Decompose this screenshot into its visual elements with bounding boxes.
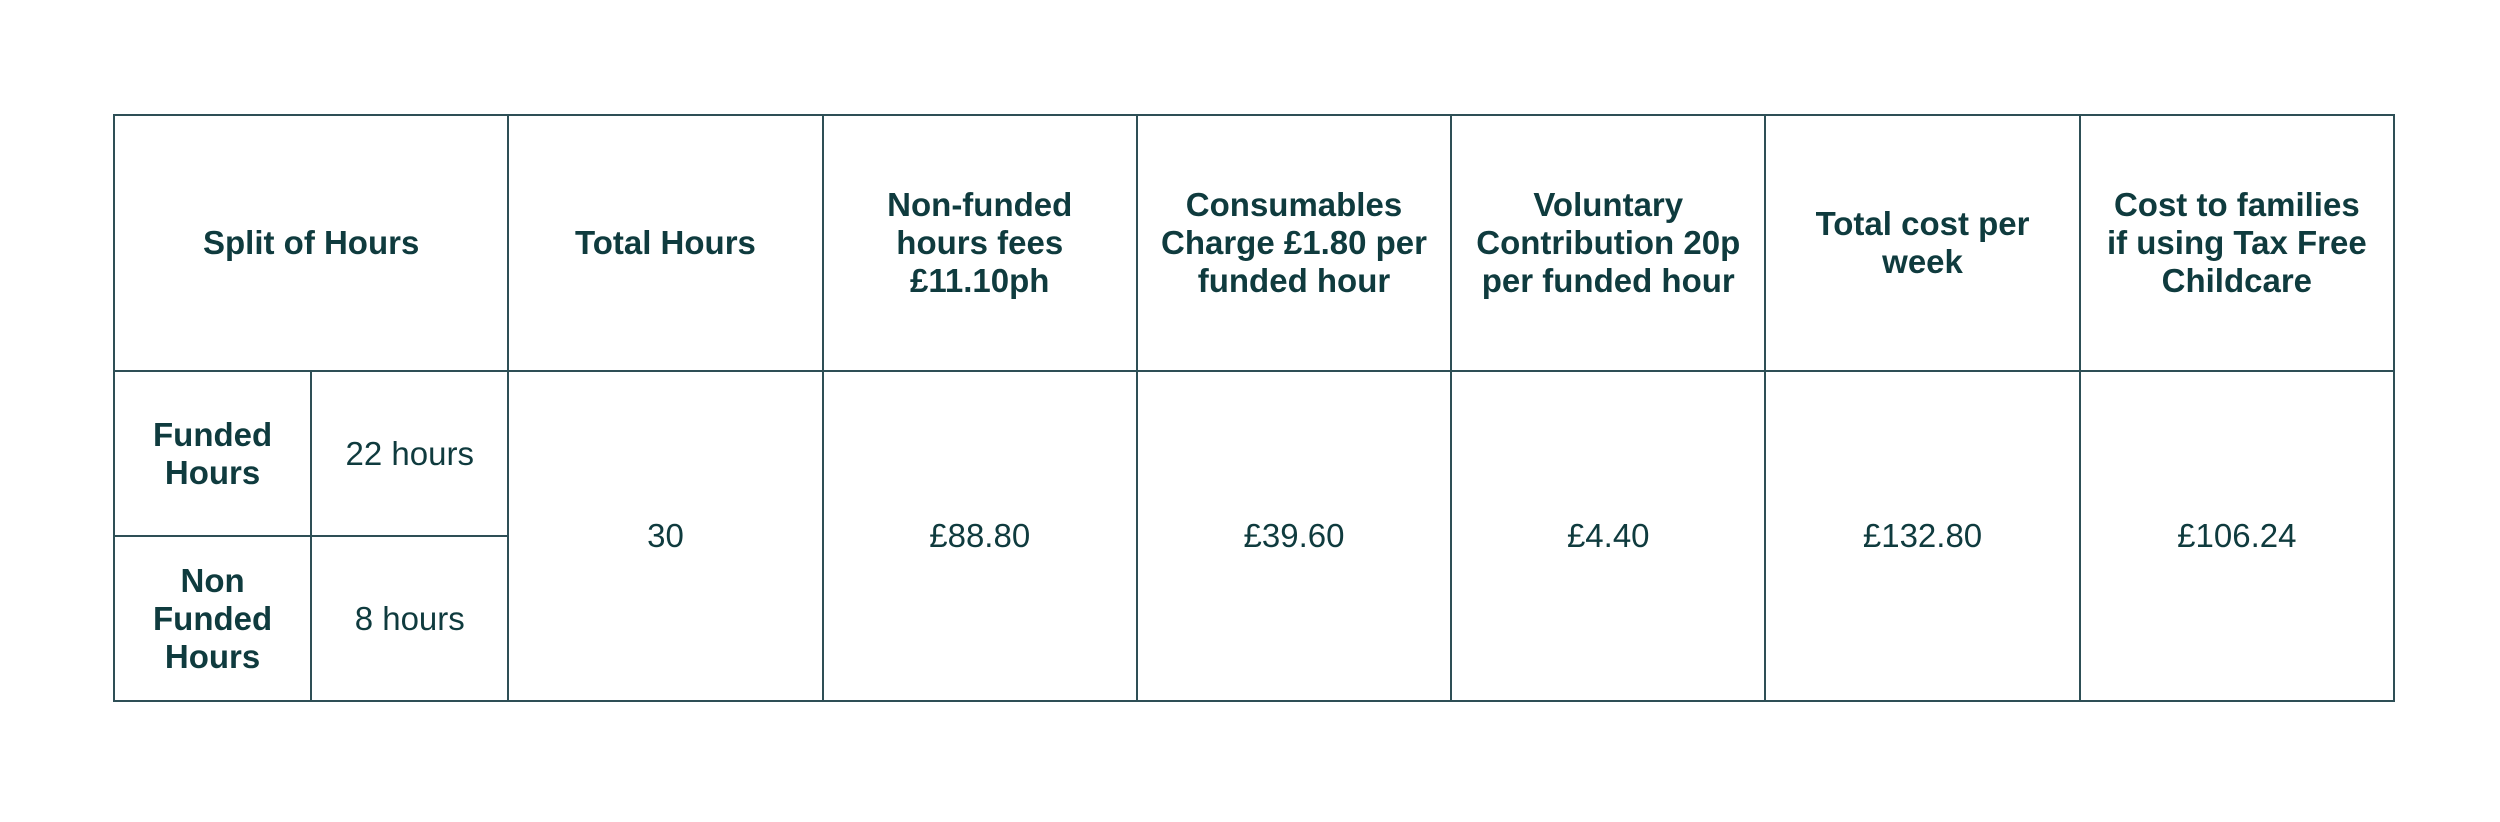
funded-hours-label: Funded Hours [112, 370, 313, 537]
header-total-hours: Total Hours [507, 114, 824, 372]
header-voluntary-contribution: Voluntary Contribution 20p per funded ho… [1450, 114, 1767, 372]
table-row-funded: Funded Hours 22 hours 30 £88.80 £39.60 £… [112, 370, 2396, 702]
header-tax-free-childcare: Cost to families if using Tax Free Child… [2078, 114, 2396, 372]
total-cost-value: £132.80 [1764, 370, 2081, 702]
fees-table: Split of Hours Total Hours Non-funded ho… [112, 114, 2396, 702]
header-total-cost: Total cost per week [1764, 114, 2081, 372]
header-non-funded-fees: Non-funded hours fees £11.10ph [821, 114, 1138, 372]
non-funded-hours-label: Non Funded Hours [112, 535, 313, 702]
header-consumables: Consumables Charge £1.80 per funded hour [1135, 114, 1453, 372]
voluntary-contribution-value: £4.40 [1450, 370, 1767, 702]
non-funded-fees-value: £88.80 [821, 370, 1138, 702]
consumables-value: £39.60 [1135, 370, 1453, 702]
non-funded-hours-value: 8 hours [310, 535, 510, 702]
table-row-non-funded: Non Funded Hours 8 hours [112, 535, 2394, 702]
funded-hours-value: 22 hours [310, 370, 510, 537]
header-row: Split of Hours Total Hours Non-funded ho… [112, 114, 2396, 372]
tax-free-childcare-value: £106.24 [2078, 370, 2396, 702]
total-hours-value: 30 [507, 370, 824, 702]
header-split-of-hours: Split of Hours [112, 114, 510, 372]
fees-table-container: Split of Hours Total Hours Non-funded ho… [112, 114, 2396, 702]
